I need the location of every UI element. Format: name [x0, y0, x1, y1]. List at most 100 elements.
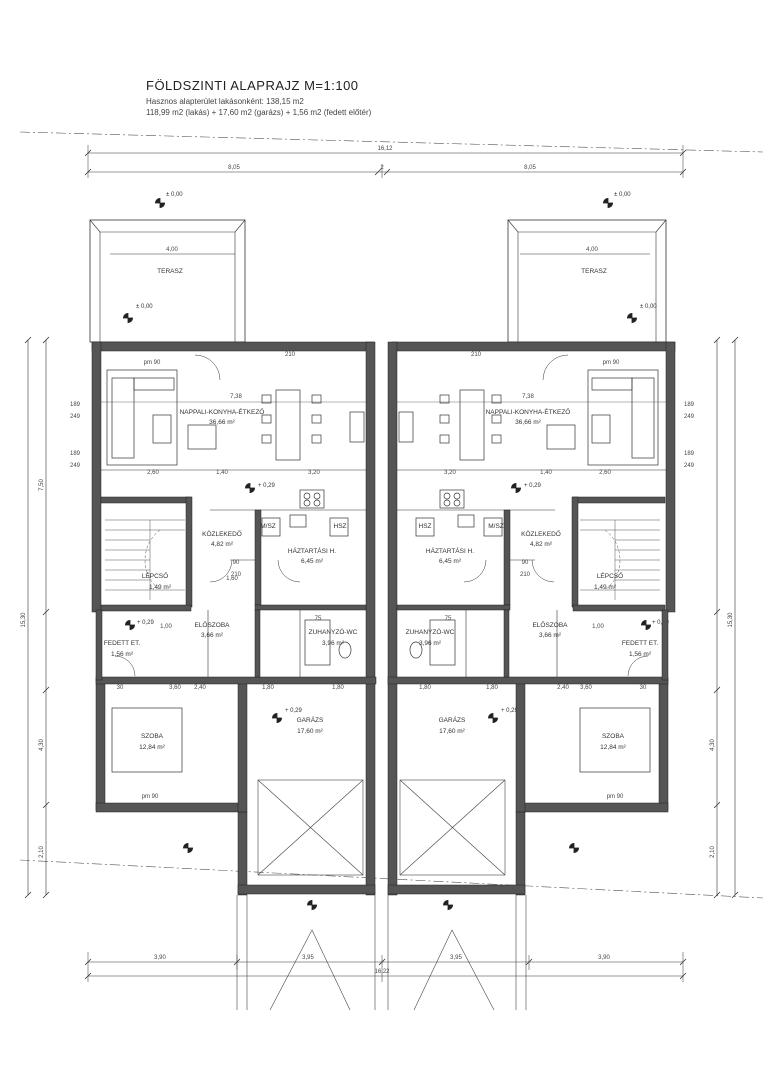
room-name-hall-left: KÖZLEKEDŐ [202, 529, 242, 538]
drawing-title: FÖLDSZINTI ALAPRAJZ M=1:100 [146, 78, 359, 93]
bed-right [579, 707, 651, 773]
dim-180-right-b: 1,80 [486, 685, 498, 691]
label-hsz-right: HSZ [419, 523, 432, 530]
level-marker-icon [442, 899, 454, 911]
room-name-stairs-right: LÉPCSŐ [597, 571, 623, 580]
dim-overall: 16,12 [377, 146, 393, 152]
left-dimension-chain: 15,30 7,50 4,30 2,10 [21, 336, 50, 899]
room-area-entry-left: 3,66 m² [201, 632, 224, 639]
level-ground-right: + 0,29 [524, 483, 542, 489]
room-name-terrace-r: TERASZ [581, 268, 607, 275]
room-area-stairs-right: 1,49 m² [594, 584, 617, 591]
cooktop-left-icon [299, 489, 325, 509]
door-swing [209, 559, 233, 583]
level-marker-icon [124, 619, 136, 631]
window-label-right: pm 90 [603, 360, 620, 366]
dim-30-left: 30 [117, 685, 124, 691]
driveway [236, 895, 527, 1011]
level-entry-right: + 0,29 [652, 620, 670, 626]
door-swing [114, 655, 136, 677]
site-boundary-line [19, 131, 763, 153]
room-area-hall-left: 4,82 m² [211, 541, 234, 548]
dim-210-top-left: 210 [285, 352, 296, 358]
dim-140-left: 1,40 [216, 470, 228, 476]
dim-240-right: 2,40 [557, 685, 569, 691]
level-marker-icon [271, 712, 283, 724]
dim-189-right-b: 189 [684, 451, 695, 457]
dim-bottom-b: 3,95 [302, 955, 314, 961]
room-name-utility-right: HÁZTARTÁSI H. [426, 546, 474, 555]
shower-right-icon [429, 619, 456, 666]
dim-249-right-b: 249 [684, 463, 695, 469]
room-name-garage-right: GARÁZS [439, 715, 466, 724]
dim-320-right: 3,20 [444, 470, 456, 476]
window-label-bedroom-right: pm 90 [607, 794, 624, 800]
dim-738-right: 7,38 [522, 394, 534, 400]
dim-side-mid-r: 4,30 [710, 739, 716, 751]
dim-260-right: 2,60 [599, 470, 611, 476]
dim-75-right: 75 [445, 616, 452, 622]
room-area-covered-left: 1,56 m² [111, 651, 134, 658]
room-name-hall-right: KÖZLEKEDŐ [521, 529, 561, 538]
dim-side-low: 2,10 [39, 846, 45, 858]
dim-bottom-d: 3,90 [598, 955, 610, 961]
sink-left-icon [289, 514, 307, 528]
dim-side-mid: 4,30 [39, 739, 45, 751]
dim-189-left: 189 [70, 402, 81, 408]
door-swing [542, 354, 569, 381]
dim-738-left: 7,38 [230, 394, 242, 400]
room-name-living-right: NAPPALI-KONYHA-ÉTKEZŐ [486, 407, 571, 416]
level-marker-icon [626, 312, 638, 324]
door-swing [531, 559, 555, 583]
staircase-right [580, 519, 660, 600]
sofa-right [546, 369, 659, 466]
dim-210-top-right: 210 [471, 352, 482, 358]
sofa-left [106, 369, 217, 466]
level-ground-left: + 0,29 [258, 483, 276, 489]
room-area-living-left: 36,66 m² [209, 419, 235, 426]
bed-left [111, 707, 183, 773]
toilet-right-icon [409, 641, 423, 659]
level-marker-icon [568, 842, 580, 854]
dim-320-left: 3,20 [308, 470, 320, 476]
washer-right-icon [483, 517, 503, 537]
level-marker-icon [182, 842, 194, 854]
drawing-header: FÖLDSZINTI ALAPRAJZ M=1:100 Hasznos alap… [146, 78, 371, 118]
dim-bottom-overall: 16,22 [374, 969, 390, 975]
window-label-bedroom-left: pm 90 [142, 794, 159, 800]
level-terrace-left: ± 0,00 [136, 304, 153, 310]
room-name-stairs-left: LÉPCSŐ [142, 571, 168, 580]
room-name-utility-left: HÁZTARTÁSI H. [288, 546, 336, 555]
label-misz-left: M/SZ [260, 523, 276, 530]
room-area-bedroom-left: 12,84 m² [139, 744, 165, 751]
dim-210-right: 210 [520, 572, 531, 578]
room-name-terrace: TERASZ [157, 268, 183, 275]
level-top-left: ± 0,00 [166, 192, 183, 198]
room-area-garage-left: 17,60 m² [297, 728, 323, 735]
dim-90-right: 90 [522, 560, 529, 566]
room-area-garage-right: 17,60 m² [439, 728, 465, 735]
level-marker-icon [244, 482, 256, 494]
top-dimension-chain: 16,12 8,05 8,05 2 [84, 145, 687, 178]
dim-189-right: 189 [684, 402, 695, 408]
dim-160-left: 1,60 [226, 576, 238, 582]
dining-table-right [439, 389, 502, 461]
window-label-left: pm 90 [144, 360, 161, 366]
dim-half-left: 8,05 [228, 165, 240, 171]
dim-249-left-b: 249 [70, 463, 81, 469]
door-swing [194, 354, 221, 381]
room-area-hall-right: 4,82 m² [530, 541, 553, 548]
dim-90-left: 90 [233, 560, 240, 566]
dim-100-right: 1,00 [592, 624, 604, 630]
dim-249-right: 249 [684, 414, 695, 420]
room-name-bath-left: ZUHANYZÓ-WC [309, 627, 358, 636]
room-area-entry-right: 3,66 m² [539, 632, 562, 639]
garage-door-right [399, 779, 506, 876]
room-name-bedroom-right: SZOBA [602, 733, 625, 740]
dim-bottom-c: 3,95 [450, 955, 462, 961]
dim-half-right: 8,05 [524, 165, 536, 171]
dim-30-right: 30 [640, 685, 647, 691]
room-area-stairs-left: 1,49 m² [149, 584, 172, 591]
dim-180-right: 1,80 [419, 685, 431, 691]
level-terrace-right: ± 0,00 [640, 304, 657, 310]
